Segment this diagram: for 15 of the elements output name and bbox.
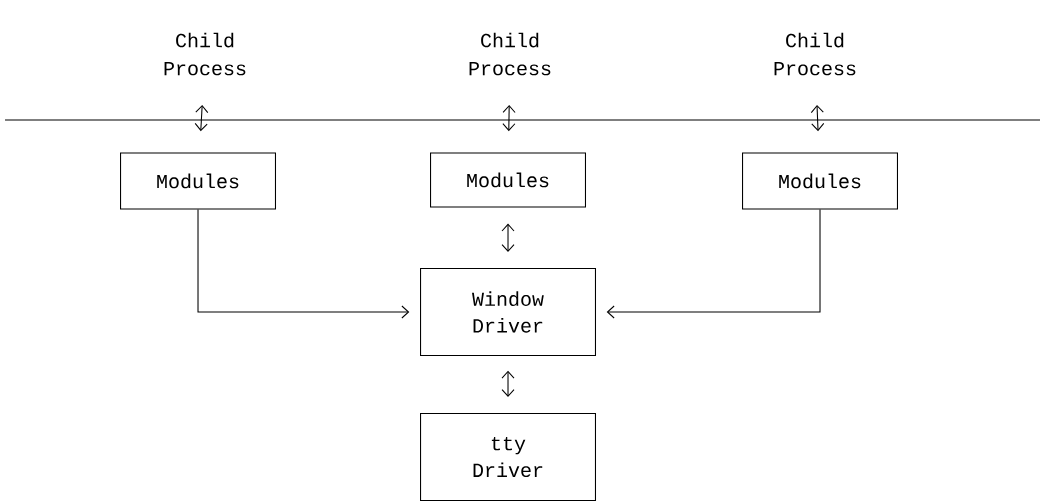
process-box: Modules	[430, 152, 586, 208]
arrow	[502, 104, 516, 132]
process-label: Child Process	[774, 32, 856, 76]
arrow	[194, 104, 209, 132]
arrow	[501, 370, 515, 397]
process-box: Modules	[120, 152, 276, 210]
process-label: Child Process	[469, 32, 551, 76]
process-box: Modules	[742, 152, 898, 210]
arrow	[606, 209, 821, 319]
arrow	[197, 209, 410, 319]
process-label: Child Process	[164, 32, 246, 76]
arrow	[810, 104, 825, 132]
process-box: tty Driver	[420, 413, 596, 501]
arrow	[501, 223, 515, 252]
process-box: Window Driver	[420, 268, 596, 356]
